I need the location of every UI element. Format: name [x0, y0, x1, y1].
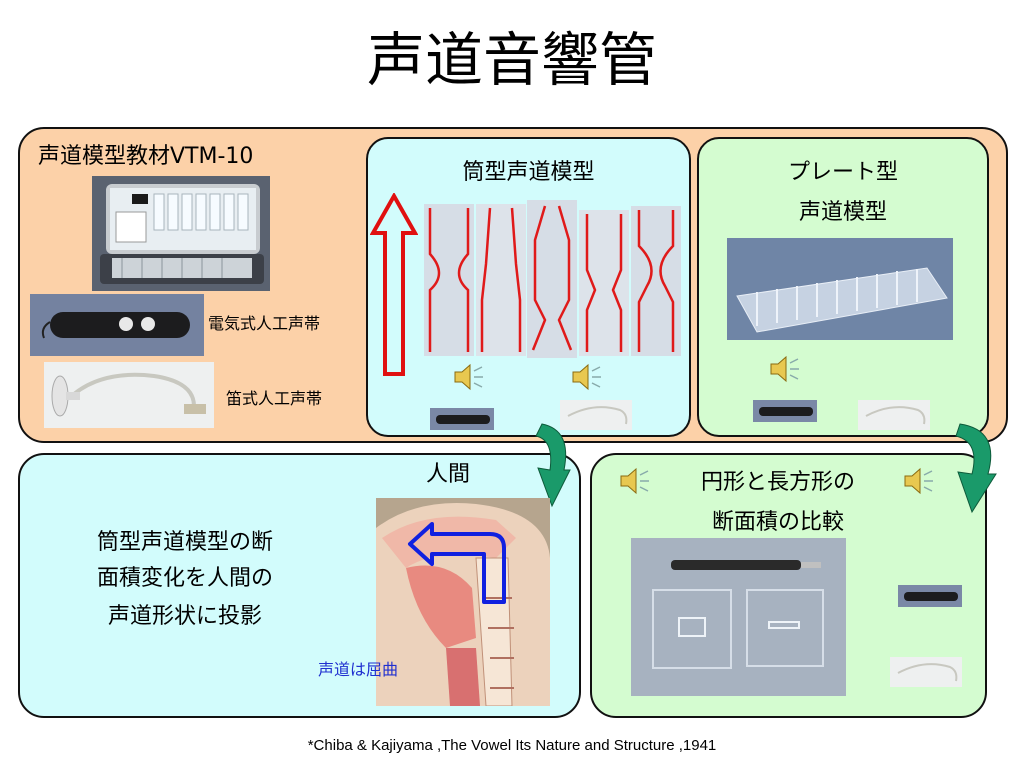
plate-model-title-2: 声道模型: [798, 200, 887, 225]
speaker-icon[interactable]: [618, 466, 652, 496]
curved-path-arrow-icon: [408, 522, 506, 604]
human-body-line-2: 面積変化を人間の: [96, 566, 273, 591]
electric-larynx-label: 電気式人工声帯: [208, 314, 321, 333]
up-arrow-icon: [370, 193, 418, 376]
electric-larynx-photo: [30, 294, 204, 356]
cross-section-plates-photo: [631, 538, 846, 696]
reed-larynx-thumb[interactable]: [858, 400, 930, 430]
slide-title: 声道音響管: [366, 26, 657, 94]
human-body-line-3: 声道形状に投影: [107, 604, 262, 629]
plate-model-title-1: プレート型: [787, 160, 898, 185]
curved-down-arrow-icon: [955, 423, 997, 514]
tube-model-3: [527, 200, 577, 358]
vocal-tract-bent-note: 声道は屈曲: [318, 660, 399, 679]
kit-case-photo: [92, 176, 270, 291]
tube-model-4: [579, 210, 629, 356]
reed-larynx-photo: [44, 362, 214, 428]
human-title: 人間: [426, 462, 471, 487]
reed-larynx-thumb[interactable]: [890, 657, 962, 687]
speaker-icon[interactable]: [902, 466, 936, 496]
compare-title-2: 断面積の比較: [711, 510, 844, 535]
human-body-line-1: 筒型声道模型の断: [96, 530, 273, 555]
tube-model-title: 筒型声道模型: [462, 160, 595, 185]
compare-title-1: 円形と長方形の: [700, 470, 855, 495]
electric-larynx-thumb[interactable]: [753, 400, 817, 422]
electric-larynx-thumb[interactable]: [898, 585, 962, 607]
electric-larynx-thumb[interactable]: [430, 408, 494, 430]
tube-model-2: [476, 204, 526, 356]
speaker-icon[interactable]: [768, 354, 802, 384]
reed-larynx-label: 笛式人工声帯: [226, 389, 323, 408]
speaker-icon[interactable]: [570, 362, 604, 392]
speaker-icon[interactable]: [452, 362, 486, 392]
tube-model-1: [424, 204, 474, 356]
plate-model-photo: [727, 238, 953, 340]
kit-label: 声道模型教材VTM-10: [38, 144, 254, 169]
vocal-tract-anatomy-photo: [376, 498, 550, 706]
curved-down-arrow-icon: [535, 423, 571, 508]
reed-larynx-thumb[interactable]: [560, 400, 632, 430]
tube-model-5: [631, 206, 681, 356]
citation-footer: *Chiba & Kajiyama ,The Vowel Its Nature …: [307, 737, 717, 754]
